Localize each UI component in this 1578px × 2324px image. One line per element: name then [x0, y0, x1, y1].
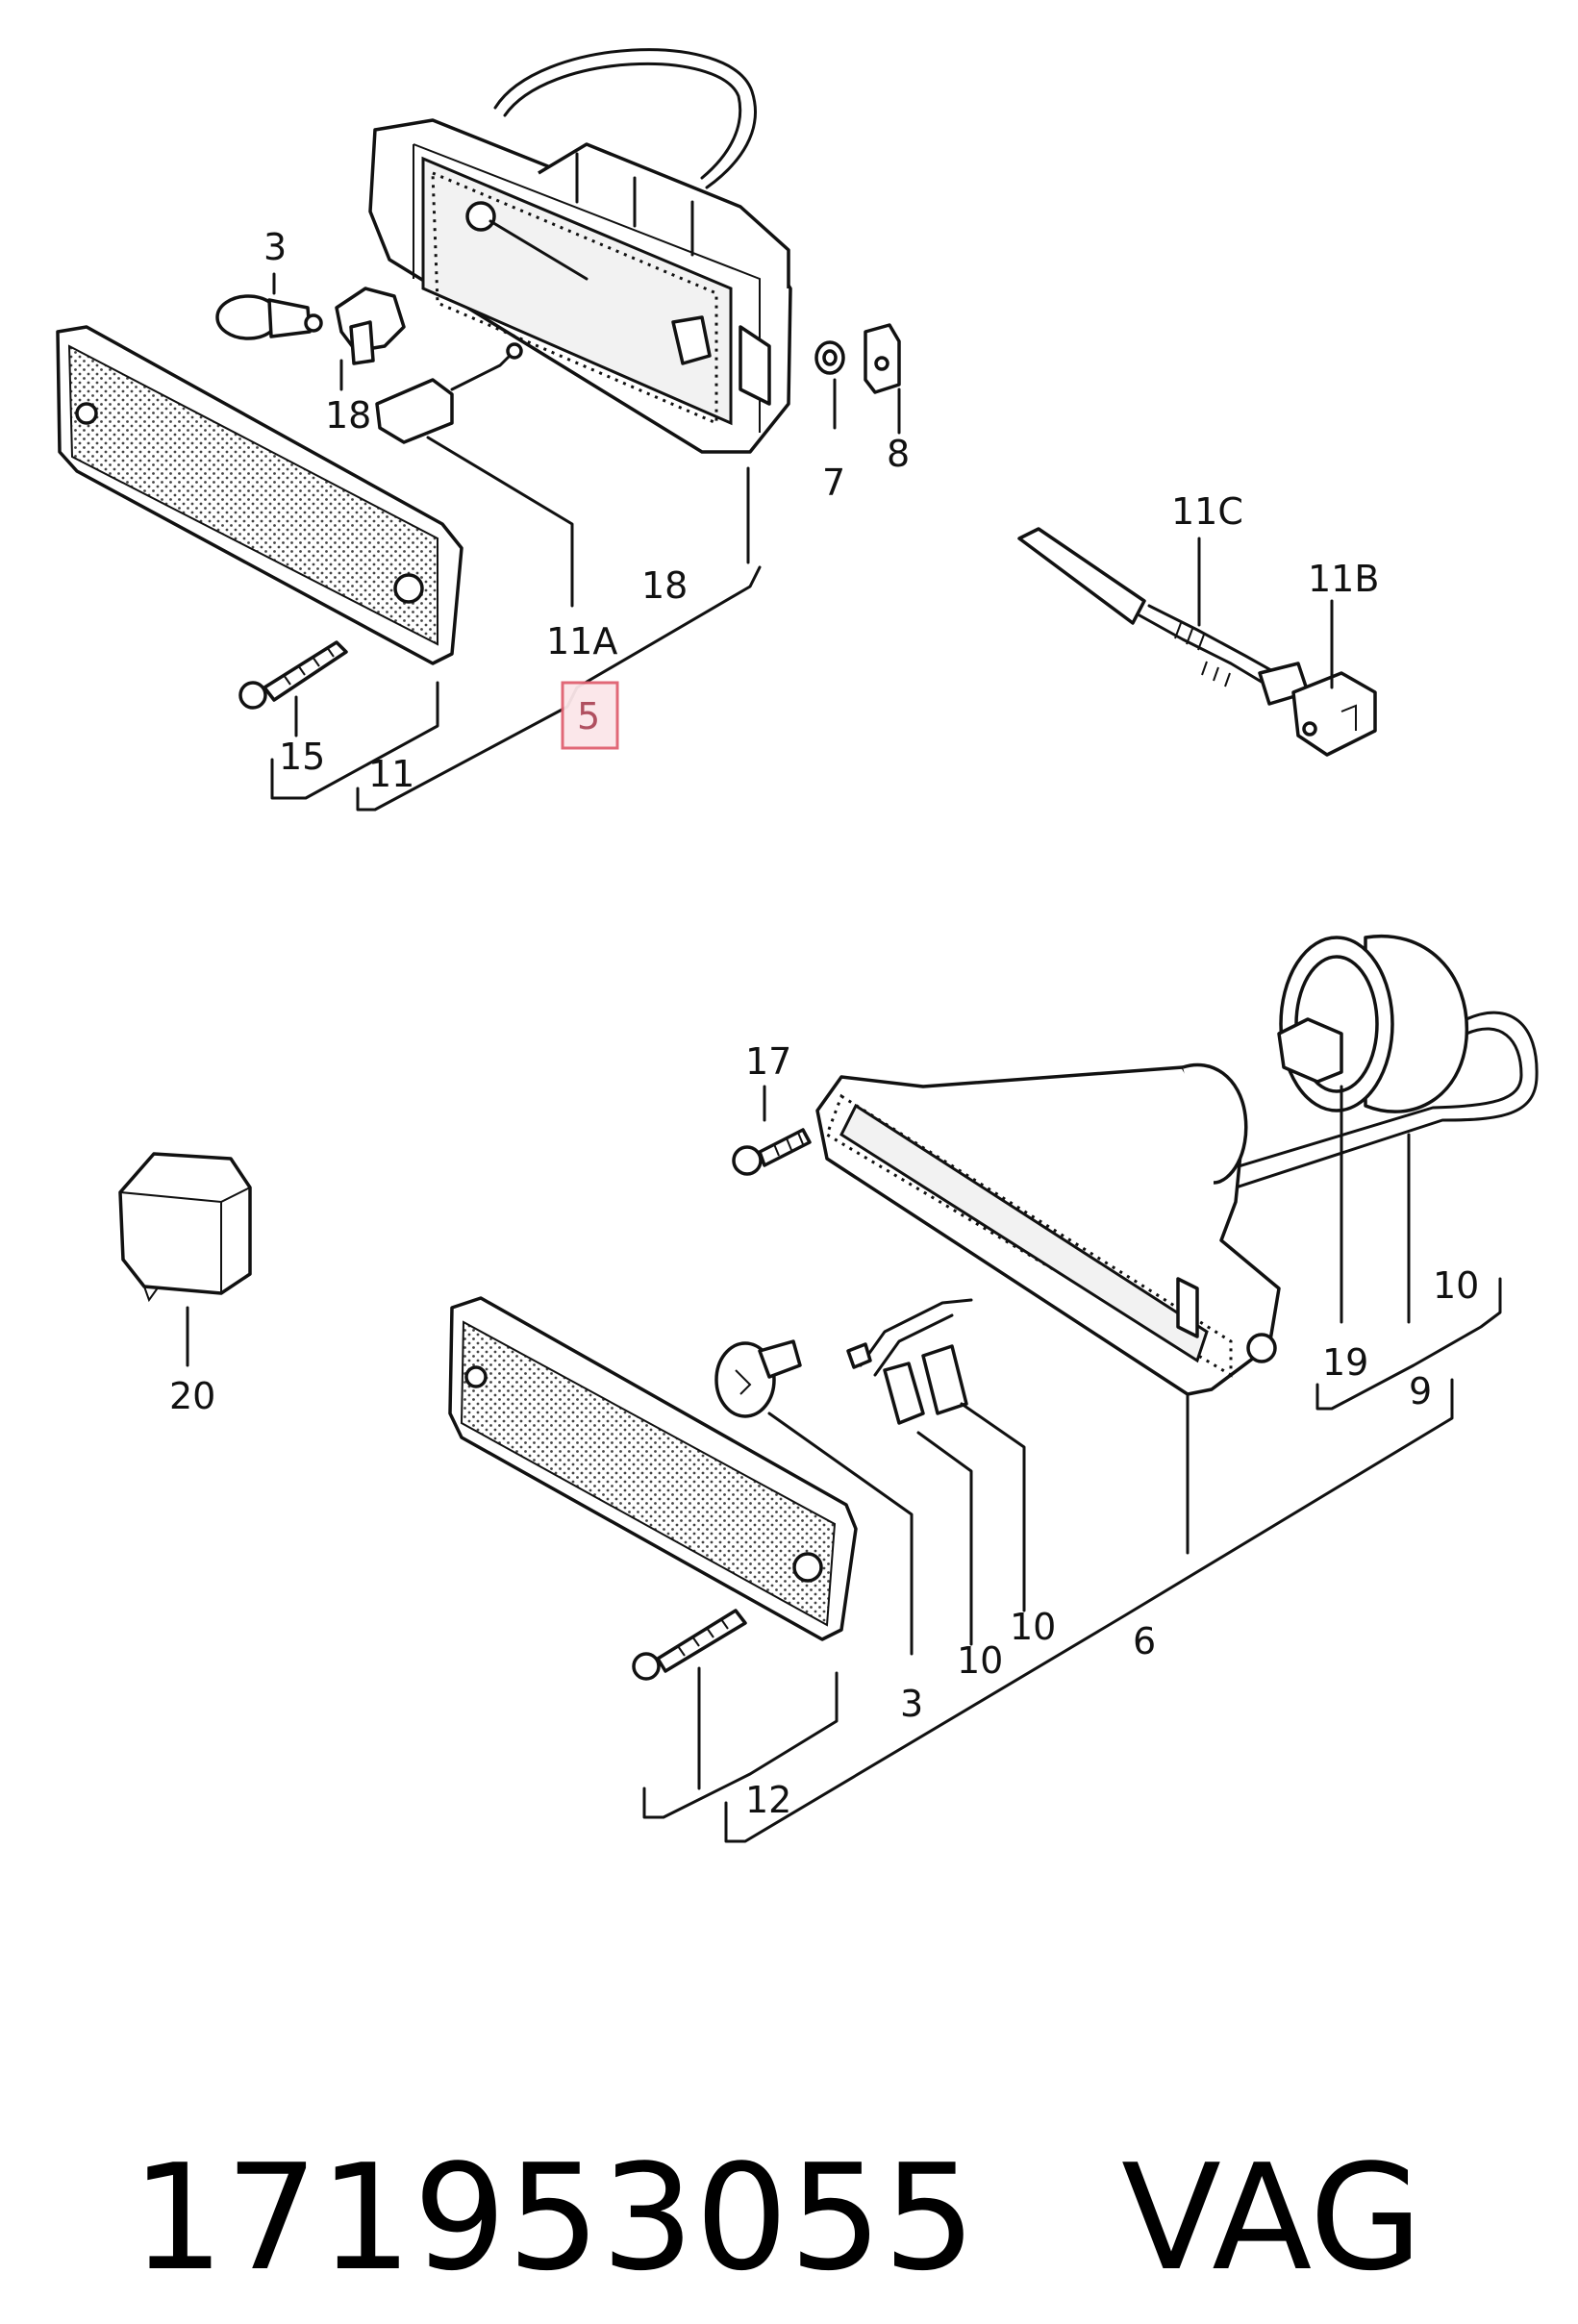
callout-17: 17: [745, 1040, 791, 1083]
callout-20: 20: [169, 1375, 215, 1417]
clip-8: [864, 323, 901, 394]
side-marker-lens: [56, 325, 463, 665]
lamp-housing: [368, 118, 792, 454]
callout-11: 11: [368, 753, 414, 795]
wiring-harness-11c-11b: [1017, 527, 1377, 757]
bottom-assembly: [118, 934, 1539, 1681]
callout-12: 12: [745, 1779, 791, 1821]
callout-9: 9: [1409, 1370, 1432, 1412]
callouts: 3 18 11A 18 5 7 8 11C 11B 15 11 17 20 10…: [169, 226, 1479, 1821]
bulb-holder-clip: [335, 287, 406, 365]
parts-diagram: 3 18 11A 18 5 7 8 11C 11B 15 11 17 20 10…: [56, 48, 1539, 1843]
callout-7: 7: [822, 462, 845, 504]
brand-name: VAG: [1121, 2133, 1423, 2303]
callout-19: 19: [1322, 1341, 1368, 1384]
callout-10-mid: 10: [1010, 1606, 1056, 1648]
callout-18-group: 18: [641, 564, 688, 607]
callout-15: 15: [279, 736, 325, 778]
callout-3-bottom: 3: [900, 1683, 923, 1725]
part-number: 171953055: [131, 2133, 978, 2303]
bulb-bottom: [714, 1339, 802, 1418]
connector-11a: [375, 342, 523, 444]
screw-bottom: [632, 1609, 747, 1681]
part-footer: 171953055 VAG: [38, 1942, 1539, 2303]
bulb-top: [215, 294, 323, 340]
terminals-10: [846, 1298, 973, 1425]
top-assembly: [56, 48, 1377, 757]
callout-3-top: 3: [263, 226, 287, 268]
callout-10-right: 10: [1433, 1264, 1479, 1307]
screw-15: [238, 640, 348, 710]
callout-11c: 11C: [1171, 490, 1243, 533]
screw-17: [732, 1128, 812, 1176]
callout-5: 5: [577, 695, 600, 737]
callout-11b: 11B: [1308, 558, 1379, 600]
indicator-housing: [815, 1062, 1281, 1396]
callout-10-left: 10: [957, 1639, 1003, 1682]
leader-lines: [186, 272, 1502, 1843]
relay-20: [118, 1152, 252, 1303]
socket-9: [1215, 934, 1539, 1194]
housing-wire-loop: [493, 48, 757, 189]
callout-8: 8: [887, 433, 910, 475]
callout-6: 6: [1133, 1620, 1156, 1662]
callout-18-clip: 18: [325, 394, 371, 437]
indicator-lens: [448, 1296, 858, 1641]
callout-11a: 11A: [546, 620, 617, 662]
highlight-box: [561, 681, 619, 750]
